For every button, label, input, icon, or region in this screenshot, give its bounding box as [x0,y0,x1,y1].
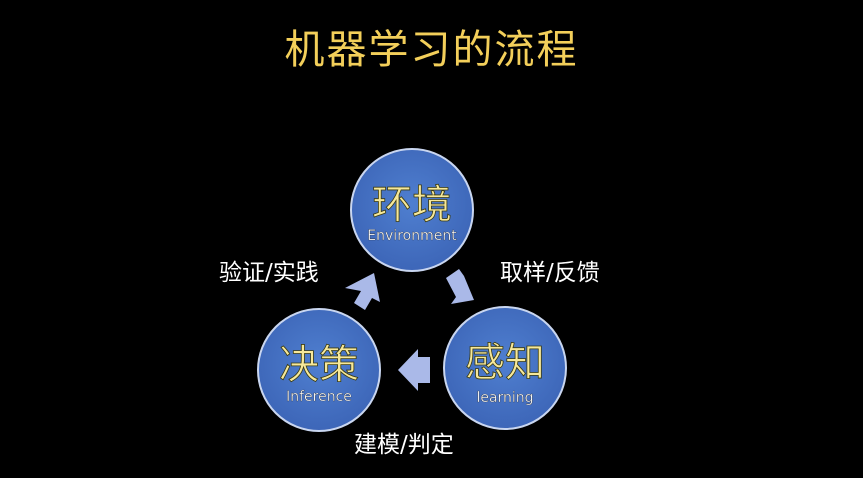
arrow-left-icon [398,349,430,391]
node-environment-title: 环境 [372,182,452,228]
node-decision: 决策 Inference [257,308,381,432]
node-perception: 感知 learning [443,306,567,430]
edge-label-sampling: 取样/反馈 [500,260,600,286]
arrow-down-right-icon [446,269,474,304]
node-environment-subtitle: Environment [367,228,457,244]
node-environment-circle [350,148,474,272]
node-environment: 环境 Environment [350,148,474,272]
node-perception-title: 感知 [465,340,545,386]
node-decision-subtitle: Inference [286,389,352,405]
node-decision-circle [257,308,381,432]
edge-label-modeling: 建模/判定 [354,432,454,458]
node-perception-subtitle: learning [476,390,533,406]
node-decision-title: 决策 [279,342,359,388]
arrow-up-right-icon [345,273,380,310]
edge-label-validation: 验证/实践 [219,260,319,286]
page-title: 机器学习的流程 [284,27,579,73]
node-perception-circle [443,306,567,430]
